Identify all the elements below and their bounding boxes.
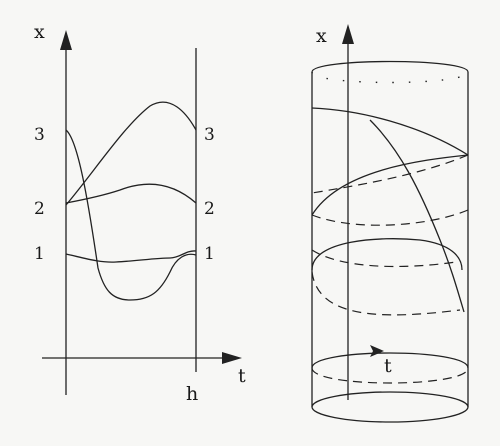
right-x-axis-arrow	[342, 24, 354, 44]
wrap-curve-a-front	[311, 107, 469, 156]
t-circle-back	[311, 352, 469, 369]
left-label-3: 3	[34, 125, 45, 145]
wrap-curve-a-back	[311, 154, 469, 194]
left-label-2: 2	[34, 199, 45, 219]
right-label-1: 1	[204, 244, 215, 264]
right-t-label: t	[384, 355, 392, 377]
left-label-1: 1	[34, 244, 45, 264]
curve-1	[65, 250, 197, 263]
left-x-axis-label: x	[34, 21, 45, 43]
t-direction-arrow	[370, 345, 384, 357]
left-t-axis-arrow	[222, 352, 242, 364]
wrap-curve-b-front	[311, 154, 469, 216]
top-ellipse-front	[311, 71, 469, 84]
curve-steep	[65, 129, 197, 301]
top-ellipse-back	[311, 60, 469, 73]
t-circle-front	[311, 367, 469, 384]
right-panel: x t	[311, 24, 469, 423]
wrap-curve-e-front	[369, 119, 465, 313]
wrap-curve-b-back	[311, 209, 469, 226]
right-label-2: 2	[204, 199, 215, 219]
left-t-axis-label: t	[238, 365, 246, 387]
period-label: h	[186, 383, 198, 405]
left-x-axis-arrow	[60, 30, 72, 50]
wrap-curve-c-front	[311, 238, 463, 271]
right-x-axis-label: x	[316, 25, 327, 47]
wrap-curve-c-back	[311, 249, 457, 268]
curve-3	[65, 101, 197, 206]
bottom-ellipse	[311, 391, 469, 423]
curve-2	[65, 183, 197, 204]
wrap-curve-d-back	[311, 271, 461, 316]
left-panel: x t h 3 2 1 3 2 1	[34, 21, 246, 405]
right-label-3: 3	[204, 125, 215, 145]
